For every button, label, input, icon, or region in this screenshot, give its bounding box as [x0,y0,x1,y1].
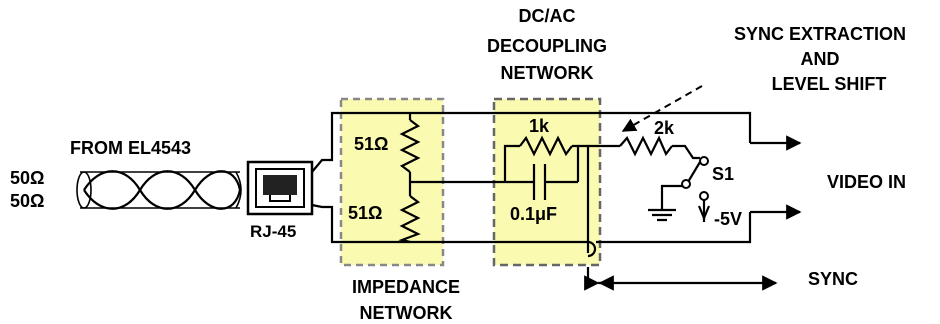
sync-label: SYNC [808,269,858,289]
capacitor-label: 0.1μF [510,204,557,224]
sync-extraction-label-3: LEVEL SHIFT [772,74,887,94]
video-in-arrows [750,135,802,220]
resistor-bottom-label: 51Ω [348,203,382,223]
video-in-label: VIDEO IN [827,172,906,192]
impedance-network-label-1: IMPEDANCE [352,277,460,297]
source-label: FROM EL4543 [70,138,191,158]
sync-extraction-label-1: SYNC EXTRACTION [734,24,906,44]
circuit-wires [311,111,752,283]
decoupling-label-2: DECOUPLING [487,36,607,56]
supply-label: -5V [714,209,742,229]
decoupling-label-1: DC/AC [519,6,576,26]
impedance-network-label-2: NETWORK [360,303,453,323]
resistor-2k-label: 2k [654,118,675,138]
sync-extraction-label-2: AND [801,49,840,69]
resistor-top-label: 51Ω [354,134,388,154]
connector-label: RJ-45 [250,222,296,241]
switch-label: S1 [712,164,734,184]
resistor-1k-label: 1k [529,116,550,136]
impedance-bottom-label: 50Ω [10,191,44,211]
sync-extraction-pointer [621,85,703,132]
impedance-top-label: 50Ω [10,168,44,188]
twisted-pair-cable [76,170,242,210]
rj45-connector-icon [246,160,314,216]
decoupling-label-3: NETWORK [501,63,594,83]
